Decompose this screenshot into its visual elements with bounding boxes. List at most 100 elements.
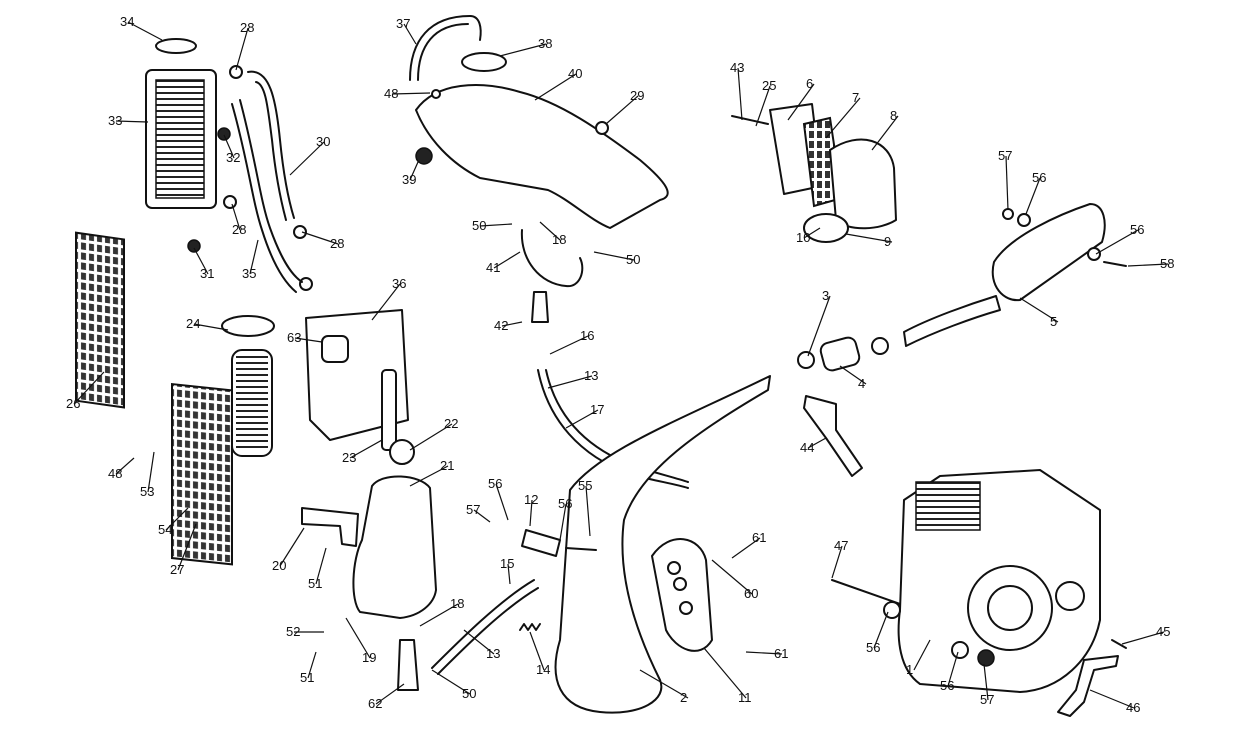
callout-number-c9: 9 <box>884 234 891 249</box>
callout-number-c56b: 56 <box>558 496 572 511</box>
callout-number-c61b: 61 <box>774 646 788 661</box>
callout-number-c30: 30 <box>316 134 330 149</box>
callout-number-c48a: 48 <box>108 466 122 481</box>
exhaust-spring <box>519 623 541 631</box>
callout-number-c4: 4 <box>858 376 865 391</box>
vent-hose <box>409 15 482 81</box>
callout-number-c24: 24 <box>186 316 200 331</box>
radiator-cap <box>155 38 197 54</box>
exhaust-clamp <box>797 351 815 369</box>
callout-number-c19: 19 <box>362 650 376 665</box>
callout-number-c22: 22 <box>444 416 458 431</box>
rubber-grommet <box>415 147 433 165</box>
callout-number-c28a: 28 <box>240 20 254 35</box>
callout-number-c41: 41 <box>486 260 500 275</box>
callout-number-c44: 44 <box>800 440 814 455</box>
callout-number-c63: 63 <box>287 330 301 345</box>
fuel-tap <box>531 291 549 323</box>
mounting-bracket <box>301 507 359 547</box>
callout-number-c8: 8 <box>890 108 897 123</box>
leader-line-c38 <box>499 43 547 57</box>
leader-line-c56a <box>495 483 509 521</box>
oil-hose <box>431 579 535 669</box>
leader-line-c35 <box>249 239 259 275</box>
gear-shift-lever <box>1057 655 1119 717</box>
callout-number-c18b: 18 <box>450 596 464 611</box>
leader-line-c42 <box>501 321 523 327</box>
callout-number-c29: 29 <box>630 88 644 103</box>
callout-number-c18a: 18 <box>552 232 566 247</box>
leader-line-c27 <box>177 523 197 571</box>
fuel-hose-41 <box>520 229 584 288</box>
callout-number-c56c: 56 <box>1032 170 1046 185</box>
callout-number-c31: 31 <box>200 266 214 281</box>
callout-number-c51b: 51 <box>300 670 314 685</box>
callout-number-c42: 42 <box>494 318 508 333</box>
leader-line-c41 <box>493 251 521 269</box>
leader-line-c9 <box>845 233 893 243</box>
leader-line-c11 <box>703 647 747 699</box>
leader-line-c56d <box>1095 229 1139 255</box>
leader-line-c50a <box>479 223 513 227</box>
leader-line-c57a <box>473 509 491 523</box>
leader-line-c18a <box>539 221 561 241</box>
leader-line-c50b <box>593 251 635 261</box>
callout-number-c61a: 61 <box>752 530 766 545</box>
callout-number-c34: 34 <box>120 14 134 29</box>
leader-line-c19 <box>345 617 371 659</box>
leader-line-c58 <box>1127 263 1169 267</box>
leader-line-c60 <box>711 559 753 595</box>
callout-number-c36: 36 <box>392 276 406 291</box>
leader-line-c61a <box>731 537 761 559</box>
leader-line-c37 <box>403 23 417 45</box>
leader-line-c14 <box>529 631 545 671</box>
ignition-coil <box>321 335 349 363</box>
leader-line-c39 <box>409 161 419 181</box>
callout-number-c50b: 50 <box>626 252 640 267</box>
exhaust-expansion-chamber <box>554 375 771 714</box>
leader-line-c43 <box>737 67 743 121</box>
callout-number-c3: 3 <box>822 288 829 303</box>
hose-clamp <box>229 65 243 79</box>
callout-number-c7: 7 <box>852 90 859 105</box>
leader-line-c56c <box>1025 177 1041 215</box>
callout-number-c11: 11 <box>738 690 752 705</box>
callout-number-c25: 25 <box>762 78 776 93</box>
callout-number-c37: 37 <box>396 16 410 31</box>
callout-number-c56e: 56 <box>866 640 880 655</box>
leader-line-c55 <box>585 485 591 537</box>
callout-number-c57c: 57 <box>980 692 994 707</box>
leader-line-c31 <box>193 247 209 275</box>
leader-line-c28b <box>231 203 241 231</box>
leader-line-c12 <box>529 499 533 527</box>
callout-number-c15: 15 <box>500 556 514 571</box>
leader-line-c56f <box>947 651 959 687</box>
callout-number-c47: 47 <box>834 538 848 553</box>
spark-plug-lead <box>381 369 397 451</box>
callout-number-c28c: 28 <box>330 236 344 251</box>
callout-number-c33: 33 <box>108 113 122 128</box>
callout-number-c38: 38 <box>538 36 552 51</box>
silencer <box>991 203 1106 302</box>
callout-number-c27: 27 <box>170 562 184 577</box>
leader-line-c34 <box>127 21 163 41</box>
leader-line-c56b <box>559 503 567 541</box>
leader-line-c10 <box>803 227 821 239</box>
leader-line-c61b <box>745 651 783 655</box>
callout-number-c14: 14 <box>536 662 550 677</box>
callout-number-c60: 60 <box>744 586 758 601</box>
leader-line-c32 <box>223 134 235 159</box>
leader-line-c62 <box>375 683 405 705</box>
callout-number-c12: 12 <box>524 492 538 507</box>
intake-manifold <box>803 213 849 243</box>
oil-pump-fitting <box>397 639 419 691</box>
leader-line-c22 <box>409 423 453 451</box>
leader-line-c2 <box>639 669 689 699</box>
callout-number-c32: 32 <box>226 150 240 165</box>
callout-number-c56f: 56 <box>940 678 954 693</box>
leader-line-c53 <box>147 451 155 493</box>
callout-number-c26: 26 <box>66 396 80 411</box>
radiator-fins <box>155 79 205 199</box>
callout-number-c1: 1 <box>906 662 913 677</box>
